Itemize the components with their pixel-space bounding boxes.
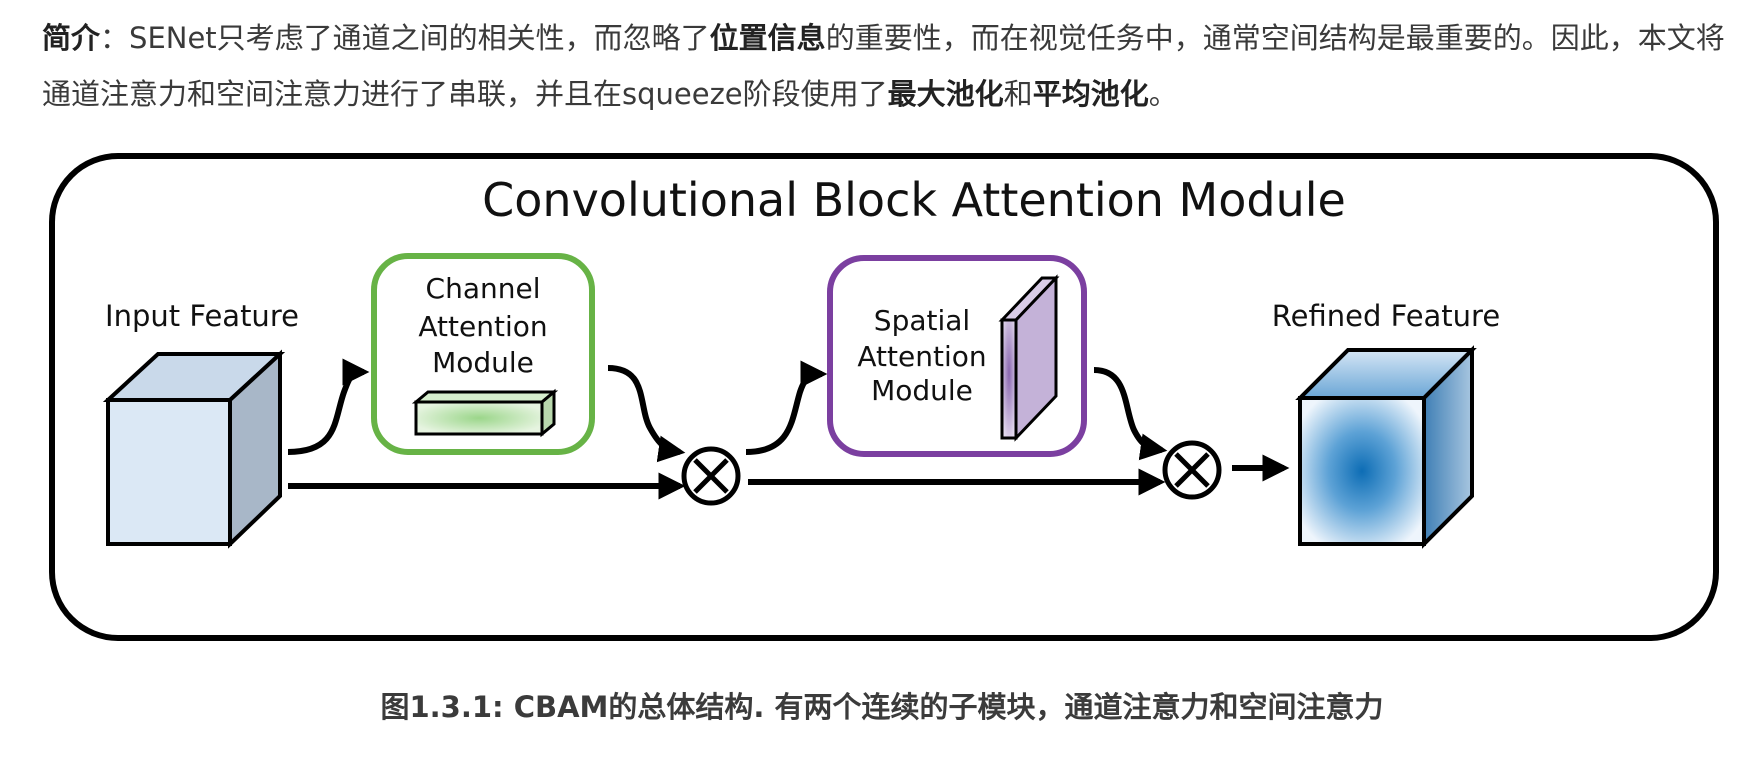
arrow-multiply-1-to-spatial [745, 360, 828, 455]
channel-label-line-2: Attention [418, 310, 547, 343]
intro-text-1: SENet只考虑了通道之间的相关性，而忽略了 [129, 21, 710, 55]
arrow-spatial-to-multiply-2 [1093, 367, 1168, 461]
intro-bold-avg-pooling: 平均池化 [1032, 77, 1149, 111]
diagram-title: Convolutional Block Attention Module [482, 173, 1346, 227]
multiply-node-2 [1162, 440, 1222, 500]
arrow-channel-to-multiply-1 [607, 365, 686, 463]
intro-bold-max-pooling: 最大池化 [887, 77, 1004, 111]
intro-paragraph: 简介：SENet只考虑了通道之间的相关性，而忽略了位置信息的重要性，而在视觉任务… [42, 10, 1732, 122]
multiply-node-1 [681, 446, 741, 506]
intro-bold-position-info: 位置信息 [709, 21, 826, 55]
intro-text-2: 的重要性，而在视觉任务中，通常空间结构是最重要的。因此，本文将通道注意力和空间注… [42, 21, 1725, 111]
spatial-attention-plane [998, 274, 1060, 442]
input-feature-label: Input Feature [105, 299, 299, 333]
spatial-label-line-3: Module [871, 374, 973, 407]
intro-text-4: 。 [1148, 77, 1178, 111]
refined-feature-cube [1295, 345, 1477, 549]
intro-colon: ： [100, 21, 130, 55]
cbam-diagram: Convolutional Block Attention Module Inp… [49, 153, 1719, 641]
figure-caption: 图1.3.1: CBAM的总体结构. 有两个连续的子模块，通道注意力和空间注意力 [380, 690, 1384, 724]
channel-attention-bar [411, 388, 559, 438]
spatial-label-line-1: Spatial [874, 304, 970, 337]
intro-label: 简介 [42, 21, 101, 55]
arrow-input-to-channel [287, 358, 370, 455]
spatial-label-line-2: Attention [857, 340, 986, 373]
intro-text-3: 和 [1003, 77, 1033, 111]
channel-label-line-1: Channel [426, 272, 541, 305]
refined-feature-label: Refined Feature [1272, 299, 1500, 333]
channel-label-line-3: Module [432, 346, 534, 379]
cbam-figure: Convolutional Block Attention Module Inp… [48, 152, 1720, 642]
input-feature-cube [102, 349, 286, 549]
